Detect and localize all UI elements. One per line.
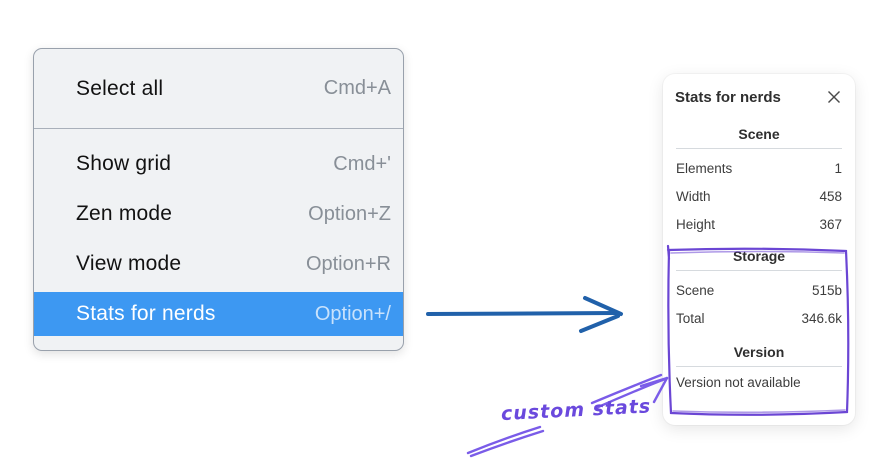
- panel-divider: [676, 366, 842, 367]
- stats-panel: Stats for nerds Scene Elements 1 Width 4…: [663, 74, 855, 425]
- section-heading-storage: Storage: [732, 248, 786, 264]
- stat-label: Scene: [676, 282, 715, 298]
- menu-item-stats-for-nerds[interactable]: Stats for nerds Option+/: [34, 292, 403, 336]
- menu-item-shortcut: Cmd+A: [323, 77, 391, 99]
- stat-label: Total: [676, 310, 705, 326]
- stat-row-scene-storage: Scene 515b: [675, 276, 843, 304]
- menu-item-show-grid[interactable]: Show grid Cmd+': [34, 139, 403, 189]
- menu-item-label: Stats for nerds: [76, 302, 216, 325]
- panel-divider: [676, 148, 842, 149]
- stat-row-height: Height 367: [675, 210, 843, 238]
- custom-stats-arrow: [466, 373, 669, 458]
- custom-stats-label: custom stats: [500, 395, 652, 426]
- stat-row-width: Width 458: [675, 182, 843, 210]
- menu-item-view-mode[interactable]: View mode Option+R: [34, 239, 403, 289]
- section-heading-scene: Scene: [738, 126, 780, 142]
- menu-divider: [34, 128, 403, 129]
- menu-item-shortcut: Cmd+': [333, 152, 391, 175]
- context-menu: Select all Cmd+A Show grid Cmd+' Zen mod…: [33, 48, 404, 351]
- stats-panel-title: Stats for nerds: [675, 88, 781, 106]
- menu-item-shortcut: Option+Z: [308, 202, 391, 225]
- menu-item-shortcut: Option+/: [314, 302, 391, 325]
- stat-row-elements: Elements 1: [675, 154, 843, 182]
- close-icon[interactable]: [825, 88, 843, 106]
- menu-item-label: Show grid: [76, 152, 172, 175]
- version-note: Version not available: [676, 375, 801, 390]
- menu-item-shortcut: Option+R: [305, 252, 391, 275]
- menu-item-zen-mode[interactable]: Zen mode Option+Z: [34, 189, 403, 239]
- section-heading-version: Version: [733, 344, 785, 360]
- stat-value: 1: [834, 160, 842, 176]
- menu-item-label: Zen mode: [76, 202, 173, 225]
- stat-label: Height: [676, 216, 716, 232]
- stat-value: 367: [819, 216, 842, 232]
- stat-value: 458: [819, 188, 842, 204]
- stat-value: 515b: [811, 282, 842, 298]
- pointer-arrow: [426, 296, 623, 333]
- menu-item-label: Select all: [76, 76, 164, 100]
- menu-item-select-all[interactable]: Select all Cmd+A: [34, 64, 403, 114]
- stat-value: 346.6k: [801, 310, 842, 326]
- menu-item-label: View mode: [76, 252, 182, 275]
- stat-row-total-storage: Total 346.6k: [675, 304, 843, 332]
- stat-label: Width: [676, 188, 711, 204]
- stats-panel-titlebar: Stats for nerds: [675, 88, 843, 106]
- stat-label: Elements: [676, 160, 733, 176]
- panel-divider: [676, 270, 842, 271]
